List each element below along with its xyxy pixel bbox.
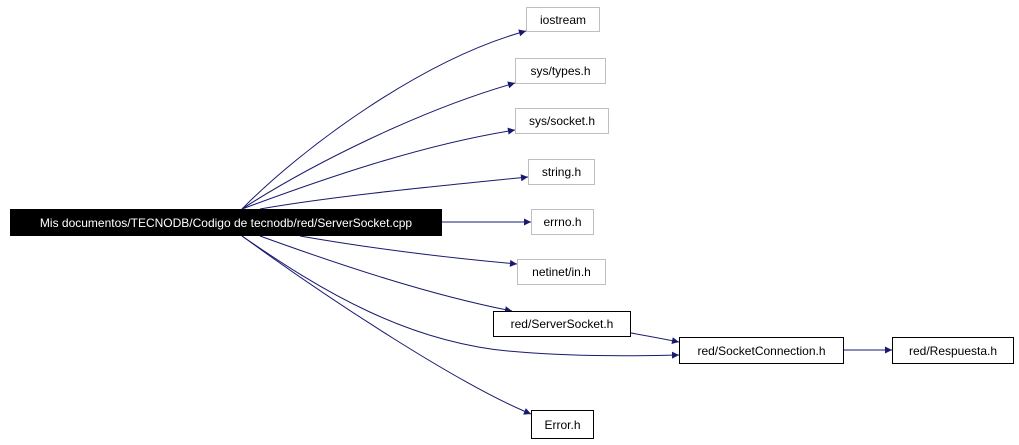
- node-sys-socket[interactable]: sys/socket.h: [515, 108, 609, 134]
- edge-root-to-sys-socket: [241, 127, 516, 210]
- node-error-h[interactable]: Error.h: [531, 410, 594, 439]
- node-red-socketconnection[interactable]: red/SocketConnection.h: [679, 337, 844, 364]
- node-errno-h[interactable]: errno.h: [531, 209, 594, 235]
- node-sys-types[interactable]: sys/types.h: [515, 58, 606, 84]
- edge-root-to-red-socketconnection: [241, 235, 680, 359]
- edge-root-to-red-serversocket: [259, 235, 513, 314]
- edge-root-to-sys-types: [241, 81, 516, 210]
- edge-red-serversocket-to-red-socketconnection: [630, 332, 680, 345]
- edge-root-to-iostream: [241, 29, 527, 210]
- node-root-file[interactable]: Mis documentos/TECNODB/Codigo de tecnodb…: [10, 209, 442, 236]
- edge-root-to-string-h: [259, 174, 529, 210]
- edge-root-to-netinet-in: [299, 235, 518, 267]
- edge-root-to-error-h: [241, 235, 532, 415]
- node-red-serversocket[interactable]: red/ServerSocket.h: [493, 311, 631, 337]
- node-iostream[interactable]: iostream: [526, 7, 600, 32]
- node-red-respuesta[interactable]: red/Respuesta.h: [892, 337, 1014, 364]
- node-string-h[interactable]: string.h: [528, 159, 595, 185]
- node-netinet-in[interactable]: netinet/in.h: [517, 259, 606, 285]
